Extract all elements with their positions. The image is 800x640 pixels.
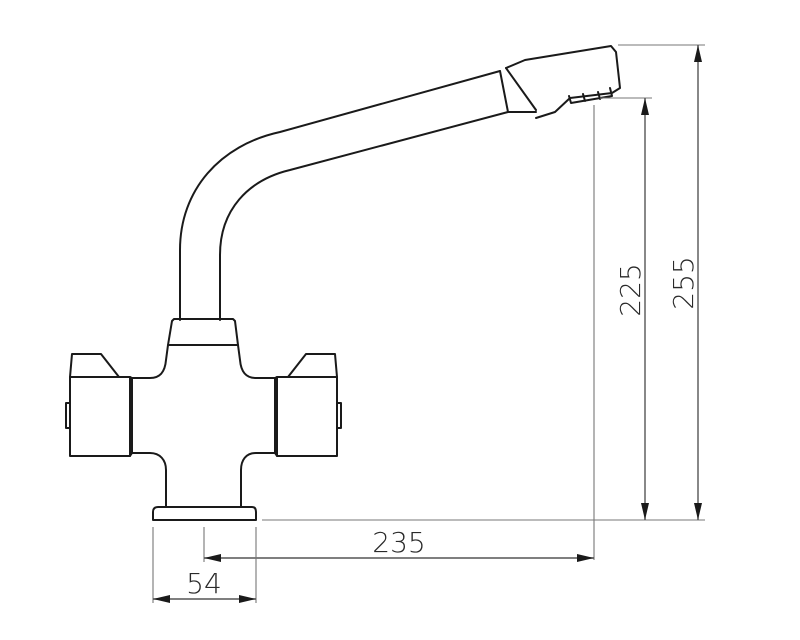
dimension-spout-reach: 235 — [203, 526, 594, 562]
dimension-overall-height: 255 — [618, 44, 705, 520]
valve-body — [131, 344, 276, 508]
spout-head — [505, 45, 621, 119]
left-handle — [65, 353, 133, 457]
spout-collar — [499, 67, 537, 113]
right-handle — [274, 353, 342, 457]
aerator — [568, 87, 613, 104]
tap-outline — [65, 45, 621, 521]
dimension-base-width: 54 — [152, 527, 257, 603]
overall-height-label: 255 — [667, 256, 700, 309]
dimension-outlet-height: 225 — [600, 97, 652, 520]
spout-reach-label: 235 — [372, 526, 425, 559]
body-collar — [167, 318, 239, 346]
base-plate — [152, 506, 257, 521]
spout-tube — [179, 70, 501, 321]
spout-tube-inner — [219, 111, 509, 321]
outlet-height-label: 225 — [614, 263, 647, 316]
base-width-label: 54 — [186, 567, 222, 600]
